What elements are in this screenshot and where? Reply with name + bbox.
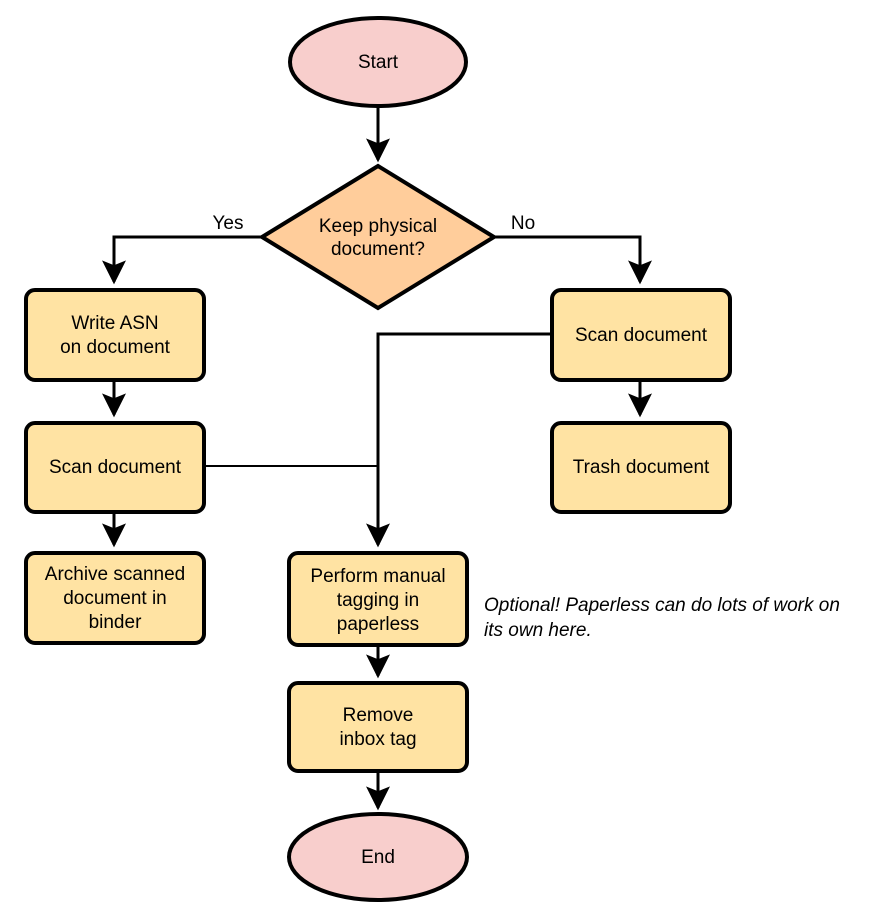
trash-document-label: Trash document xyxy=(573,457,710,478)
tagging-label-line3: paperless xyxy=(337,614,419,635)
end-ellipse xyxy=(287,812,469,902)
node-write-asn-on-document[interactable]: Write ASN on document xyxy=(24,288,206,382)
scan-document-right-label: Scan document xyxy=(575,325,708,346)
node-end[interactable]: End xyxy=(287,812,469,902)
remove-inbox-label-line2: inbox tag xyxy=(339,729,416,750)
archive-label-line2: document in xyxy=(63,588,167,609)
archive-label-line3: binder xyxy=(89,612,142,633)
tagging-label-line1: Perform manual xyxy=(310,566,445,587)
edge-label-no: No xyxy=(511,213,535,234)
decision-label-line1: Keep physical xyxy=(319,216,437,237)
node-decision-keep-physical-document[interactable]: Keep physical document? xyxy=(258,163,498,311)
edge-decision-yes-to-write-asn xyxy=(102,235,262,285)
node-start[interactable]: Start xyxy=(288,16,468,108)
node-archive-scanned-document[interactable]: Archive scanned document in binder xyxy=(24,551,206,645)
edge-label-yes: Yes xyxy=(213,213,244,234)
archive-box xyxy=(24,551,206,645)
trash-document-box xyxy=(550,421,732,514)
node-remove-inbox-tag[interactable]: Remove inbox tag xyxy=(287,681,469,773)
node-perform-manual-tagging[interactable]: Perform manual tagging in paperless xyxy=(287,551,469,647)
scan-document-left-label: Scan document xyxy=(49,457,182,478)
node-scan-document-right[interactable]: Scan document xyxy=(550,288,732,382)
end-label: End xyxy=(361,847,395,868)
annotation-line2: its own here. xyxy=(484,620,592,641)
start-label: Start xyxy=(358,52,399,73)
decision-label-line2: document? xyxy=(331,239,425,260)
decision-diamond xyxy=(258,163,498,311)
remove-inbox-box xyxy=(287,681,469,773)
tagging-box xyxy=(287,551,469,647)
node-scan-document-left[interactable]: Scan document xyxy=(24,421,206,514)
annotation-note: Optional! Paperless can do lots of work … xyxy=(484,595,840,641)
node-trash-document[interactable]: Trash document xyxy=(550,421,732,514)
write-asn-box xyxy=(24,288,206,382)
start-ellipse xyxy=(288,16,468,108)
scan-document-left-box xyxy=(24,421,206,514)
tagging-label-line2: tagging in xyxy=(337,590,419,611)
remove-inbox-label-line1: Remove xyxy=(343,705,414,726)
annotation-line1: Optional! Paperless can do lots of work … xyxy=(484,595,840,616)
write-asn-label-line2: on document xyxy=(60,337,171,358)
edge-scan-right-to-tagging xyxy=(366,332,552,548)
scan-document-right-box xyxy=(550,288,732,382)
archive-label-line1: Archive scanned xyxy=(45,564,185,585)
edge-decision-no-to-scan-right xyxy=(494,235,652,285)
write-asn-label-line1: Write ASN xyxy=(71,313,158,334)
